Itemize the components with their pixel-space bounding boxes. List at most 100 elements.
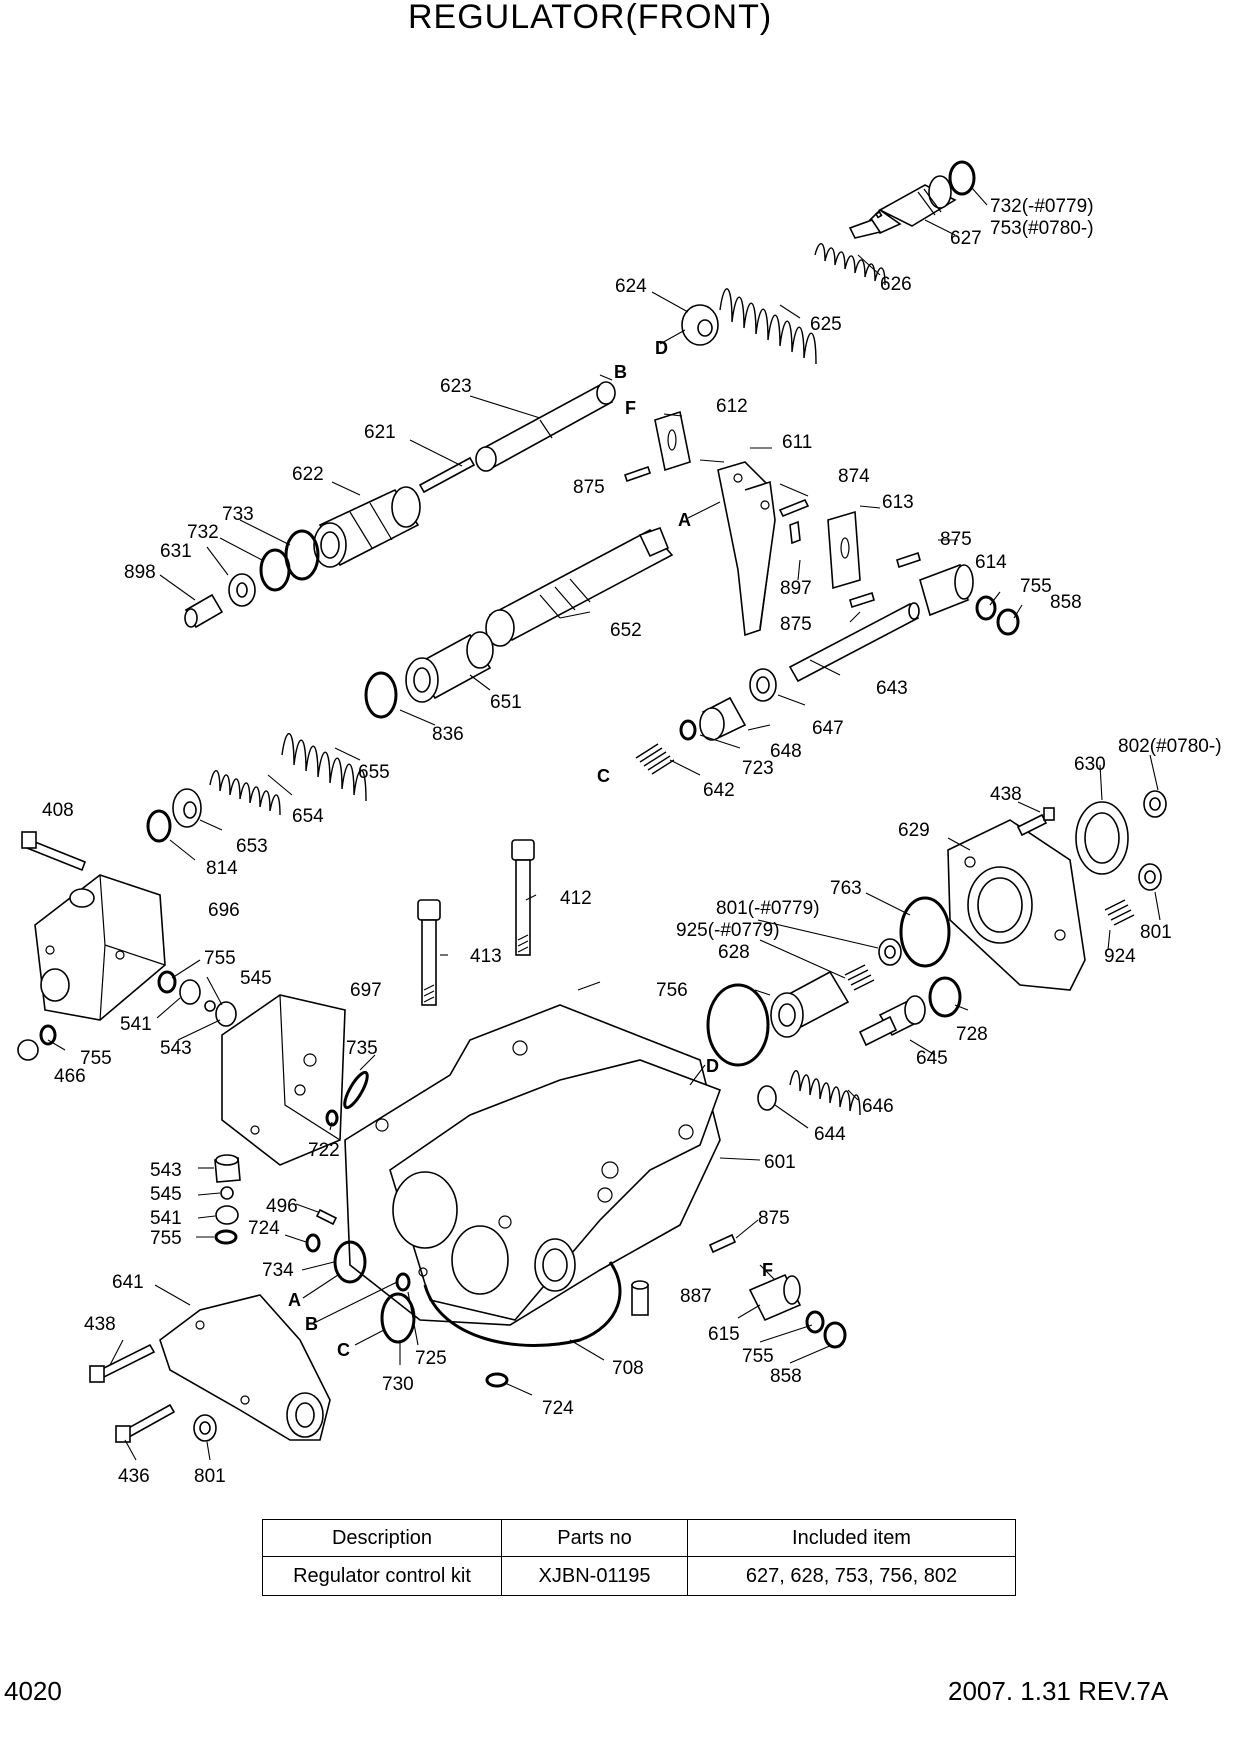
- part-611-feedback-lever: [717, 461, 776, 637]
- label-874: 874: [838, 466, 870, 487]
- label-730: 730: [382, 1374, 414, 1395]
- label-623: 623: [440, 376, 472, 397]
- revision-date: 2007. 1.31 REV.7A: [948, 1676, 1169, 1706]
- label-628: 628: [718, 942, 750, 963]
- label-858b: 858: [770, 1366, 802, 1387]
- label-652: 652: [610, 620, 642, 641]
- part-627-adjust-stem: [848, 175, 957, 239]
- part-897-pin: [789, 520, 801, 545]
- label-622: 622: [292, 464, 324, 485]
- kit-table: Description Parts no Included item Regul…: [262, 1519, 1016, 1596]
- kit-cell-parts-no: XJBN-01195: [501, 1556, 688, 1596]
- part-801-nut-mid: [878, 938, 902, 966]
- part-696-block: [34, 874, 166, 1021]
- part-697-cover: [221, 994, 346, 1166]
- label-C2: C: [337, 1340, 350, 1360]
- label-438a: 438: [990, 784, 1022, 805]
- label-755c: 755: [80, 1048, 112, 1069]
- label-755b: 755: [204, 948, 236, 969]
- part-413-bolt: [417, 899, 441, 1006]
- part-898-pin: [184, 593, 224, 629]
- label-615: 615: [708, 1324, 740, 1345]
- part-543-plug-left: [204, 1000, 237, 1027]
- kit-header-included-item: Included item: [687, 1519, 1016, 1557]
- label-801c: 801: [194, 1466, 226, 1487]
- part-836-snap-ring: [364, 671, 398, 719]
- label-B2: B: [305, 1314, 318, 1334]
- part-646-spring: [789, 1070, 861, 1116]
- part-642-plug: [635, 743, 675, 775]
- label-732b: 732: [187, 522, 219, 543]
- part-408-bolt: [21, 831, 87, 872]
- part-874-pin: [778, 498, 810, 518]
- part-763-o-ring: [899, 896, 951, 968]
- part-887-pin: [631, 1280, 649, 1316]
- part-648-piston: [699, 696, 747, 741]
- table-row: Regulator control kit XJBN-01195 627, 62…: [262, 1556, 1016, 1596]
- part-612-lever: [654, 410, 691, 472]
- label-724a: 724: [248, 1218, 280, 1239]
- label-875d: 875: [758, 1208, 790, 1229]
- label-543a: 543: [160, 1038, 192, 1059]
- label-625: 625: [810, 314, 842, 335]
- label-D1: D: [655, 338, 668, 358]
- label-612: 612: [716, 396, 748, 417]
- label-645: 645: [916, 1048, 948, 1069]
- label-642: 642: [703, 780, 735, 801]
- part-626-inner-spring: [814, 243, 886, 286]
- part-641-cover: [159, 1294, 331, 1441]
- part-732-o-ring: [259, 548, 291, 592]
- part-655-outer-spring: [281, 732, 367, 802]
- label-836: 836: [432, 724, 464, 745]
- label-858a: 858: [1050, 592, 1082, 613]
- label-613: 613: [882, 492, 914, 513]
- label-734: 734: [262, 1260, 294, 1281]
- label-755a: 755: [1020, 576, 1052, 597]
- part-730-o-ring: [380, 1292, 416, 1344]
- label-C1: C: [597, 766, 610, 786]
- label-B1: B: [614, 362, 627, 382]
- label-408: 408: [42, 800, 74, 821]
- part-615-plug: [748, 1273, 802, 1322]
- part-545-ball-lower: [220, 1186, 234, 1200]
- part-875-pin-a: [623, 465, 652, 483]
- label-696: 696: [208, 900, 240, 921]
- part-543-plug-lower: [214, 1154, 241, 1183]
- part-924-set-screw: [1104, 899, 1135, 926]
- part-722-o-ring: [325, 1109, 339, 1127]
- part-723-o-ring: [679, 719, 697, 741]
- label-801a: 801(-#0779): [716, 898, 820, 919]
- part-728-o-ring: [928, 976, 962, 1018]
- label-728: 728: [956, 1024, 988, 1045]
- part-645-plug: [858, 995, 926, 1047]
- label-614: 614: [975, 552, 1007, 573]
- kit-table-header-row: Description Parts no Included item: [262, 1519, 1016, 1557]
- part-labels: 732(-#0779) 753(#0780-) 627 626 624 625 …: [42, 196, 1222, 1487]
- label-545a: 545: [240, 968, 272, 989]
- label-755d: 755: [150, 1228, 182, 1249]
- part-732-o-ring-top: [948, 160, 976, 196]
- part-733-o-ring: [284, 529, 320, 581]
- label-925: 925(-#0779): [676, 920, 780, 941]
- label-D2: D: [706, 1056, 719, 1076]
- part-643-pilot-piston: [788, 602, 920, 683]
- label-801b: 801: [1140, 922, 1172, 943]
- part-755-o-ring-615: [805, 1310, 825, 1334]
- part-801-nut-lower: [193, 1414, 217, 1442]
- kit-cell-description: Regulator control kit: [262, 1556, 502, 1596]
- part-496-pin: [315, 1208, 338, 1226]
- part-755-o-ring-upper: [975, 595, 997, 621]
- label-466: 466: [54, 1066, 86, 1087]
- label-601: 601: [764, 1152, 796, 1173]
- part-708-o-ring: [423, 1261, 622, 1347]
- part-630-lock-nut: [1075, 801, 1129, 875]
- label-643: 643: [876, 678, 908, 699]
- label-621: 621: [364, 422, 396, 443]
- label-611: 611: [782, 432, 812, 453]
- part-647-seat: [749, 668, 777, 702]
- label-651: 651: [490, 692, 522, 713]
- label-641: 641: [112, 1272, 144, 1293]
- label-627: 627: [950, 228, 982, 249]
- label-413: 413: [470, 946, 502, 967]
- label-545b: 545: [150, 1184, 182, 1205]
